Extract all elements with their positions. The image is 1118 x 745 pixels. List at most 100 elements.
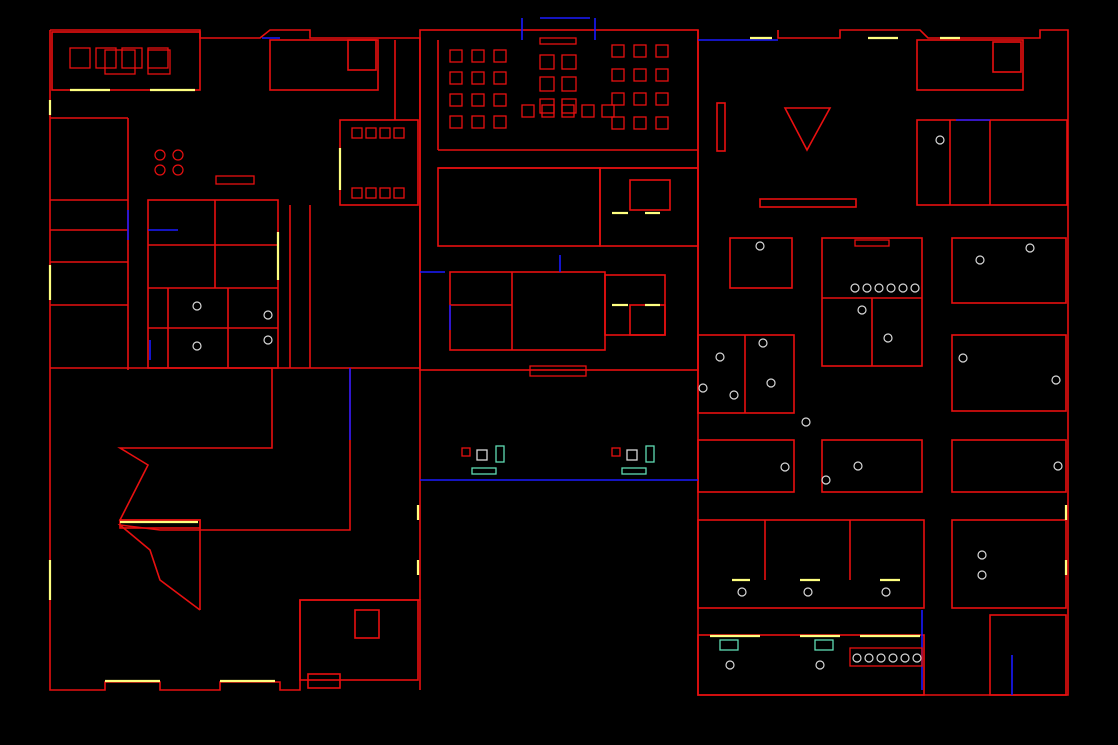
closet	[629, 179, 671, 211]
office-chair	[698, 383, 708, 393]
office-cluster	[147, 199, 279, 369]
office-chair	[737, 587, 747, 597]
conference-table	[121, 47, 143, 69]
cafe-table	[471, 71, 485, 85]
office-chair	[725, 660, 735, 670]
cafe-table	[633, 116, 647, 130]
partition	[759, 198, 857, 208]
cafe-table	[449, 71, 463, 85]
office-chair	[852, 653, 862, 663]
cafe-table	[493, 93, 507, 107]
conference-table	[69, 47, 91, 69]
storage-room	[916, 39, 1024, 91]
office-chair	[715, 352, 725, 362]
cafe-table	[471, 115, 485, 129]
cafe-table	[539, 54, 555, 70]
conference-table	[104, 49, 136, 75]
closet	[354, 609, 380, 639]
chair	[379, 127, 391, 139]
office	[697, 334, 795, 414]
closet	[307, 673, 341, 689]
office-chair	[958, 353, 968, 363]
open-area-wall	[117, 368, 273, 610]
column	[716, 102, 726, 152]
office	[951, 237, 1067, 304]
office-chair	[912, 653, 922, 663]
office-chair	[888, 653, 898, 663]
closet	[629, 304, 666, 336]
cafe-table	[449, 115, 463, 129]
office-chair	[780, 462, 790, 472]
left-wing-north-wall	[50, 29, 421, 600]
office-chair	[886, 283, 896, 293]
office	[951, 334, 1067, 412]
large-room	[437, 167, 601, 247]
cafe-table	[633, 92, 647, 106]
doors-layer	[127, 17, 1013, 695]
cafe-table	[493, 115, 507, 129]
office-chair	[850, 283, 860, 293]
cafe-table	[633, 44, 647, 58]
office-chair	[874, 283, 884, 293]
office-chair	[977, 550, 987, 560]
sofa	[495, 445, 505, 463]
office-chair	[853, 461, 863, 471]
office-chair	[881, 587, 891, 597]
office-suite	[916, 119, 1068, 206]
chair	[351, 127, 363, 139]
cafe-table	[655, 92, 669, 106]
chair	[365, 187, 377, 199]
round-table	[172, 164, 184, 176]
conference-room-top-left	[51, 31, 201, 91]
office	[697, 439, 795, 493]
cafe-table	[655, 116, 669, 130]
cafe-table	[541, 104, 555, 118]
office-chair	[1051, 375, 1061, 385]
round-table	[154, 164, 166, 176]
office-chair	[977, 570, 987, 580]
cafe-table	[611, 116, 625, 130]
office-chair	[766, 378, 776, 388]
chair	[365, 127, 377, 139]
office-chair	[821, 475, 831, 485]
office-chair	[192, 341, 202, 351]
office-chair	[900, 653, 910, 663]
office	[951, 439, 1067, 493]
office-chair	[263, 335, 273, 345]
sofa	[621, 467, 647, 475]
chair	[379, 187, 391, 199]
office-chair	[876, 653, 886, 663]
side-chair	[611, 447, 621, 457]
cafe-table	[561, 104, 575, 118]
fixtures-layer	[192, 135, 1063, 670]
sink	[814, 639, 834, 651]
office-chair	[975, 255, 985, 265]
round-table	[172, 149, 184, 161]
storage-room	[269, 39, 379, 91]
office-chair	[857, 305, 867, 315]
serving-counter	[539, 37, 577, 45]
cafe-table	[493, 49, 507, 63]
lounge-chair	[476, 449, 488, 461]
office-chair	[898, 283, 908, 293]
round-table	[154, 149, 166, 161]
chair	[393, 127, 405, 139]
cafe-table	[655, 44, 669, 58]
sink	[719, 639, 739, 651]
office	[951, 519, 1067, 609]
office-chair	[801, 417, 811, 427]
left-wing-outer-wall	[49, 30, 421, 691]
storage-closet	[347, 39, 377, 71]
office-chair	[803, 587, 813, 597]
cafe-table	[561, 54, 577, 70]
office-chair	[883, 333, 893, 343]
cafe-table	[521, 104, 535, 118]
cafe-table	[581, 104, 595, 118]
office-row	[697, 519, 925, 609]
office-row-bottom	[697, 634, 925, 696]
cafe-table	[611, 44, 625, 58]
office-chair	[755, 241, 765, 251]
counter	[854, 239, 890, 247]
office	[729, 237, 793, 289]
